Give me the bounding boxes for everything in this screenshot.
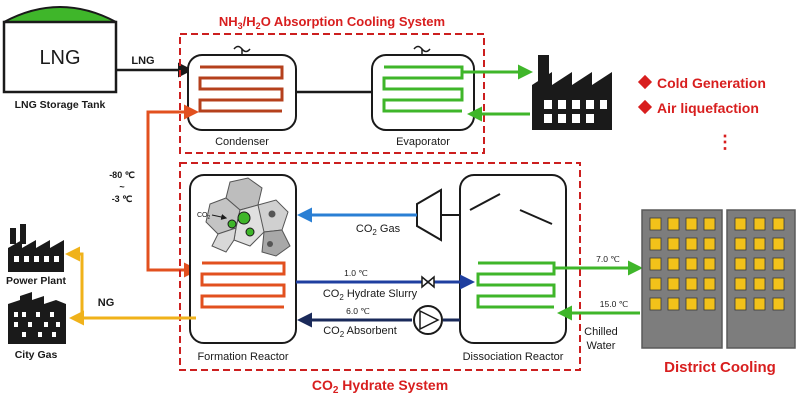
- dissociation-reactor-label: Dissociation Reactor: [463, 351, 564, 363]
- application-air-liquefaction: Air liquefaction: [657, 100, 759, 116]
- building-window: [703, 277, 716, 291]
- building-window: [685, 217, 698, 231]
- factory-icon: [532, 55, 612, 130]
- building-window: [649, 217, 662, 231]
- nh3-system-title: NH3/H2O Absorption Cooling System: [219, 14, 445, 31]
- absorbent-temperature: 6.0 ℃: [346, 306, 370, 316]
- temp-range-bottom: -3 ℃: [112, 194, 133, 204]
- city-gas-label: City Gas: [15, 349, 58, 361]
- building-window: [649, 257, 662, 271]
- building-window: [772, 217, 785, 231]
- co2-hydrate-system-boundary: [179, 162, 581, 371]
- district-cooling-title: District Cooling: [664, 359, 776, 376]
- co2-molecule-pointer: [211, 214, 228, 220]
- supply-temperature: 7.0 ℃: [596, 254, 620, 264]
- building-window: [734, 297, 747, 311]
- application-cold-generation: Cold Generation: [657, 75, 766, 91]
- co2-hydrate-system-title: CO2 Hydrate System: [312, 377, 448, 396]
- building-left-icon: [641, 209, 723, 349]
- hydrate-slurry-label: CO2 Hydrate Slurry: [323, 288, 418, 302]
- building-window: [685, 237, 698, 251]
- pump-icon: [413, 305, 443, 335]
- condenser-unit: [187, 45, 297, 131]
- building-window: [685, 297, 698, 311]
- slurry-valve-icon: [421, 275, 435, 289]
- building-window: [772, 257, 785, 271]
- compressor-icon: [416, 188, 442, 242]
- building-window: [703, 257, 716, 271]
- building-window: [667, 257, 680, 271]
- cold-lng-stream-line: [146, 104, 199, 278]
- co2-absorbent-label: CO2 Absorbent: [323, 325, 397, 339]
- dissociation-reactor: [459, 174, 567, 344]
- power-plant-icon: [8, 224, 64, 272]
- building-window: [734, 217, 747, 231]
- evaporator-label: Evaporator: [396, 136, 450, 148]
- evaporator-unit: [371, 45, 475, 131]
- building-window: [772, 277, 785, 291]
- nh3-system-boundary: [179, 33, 485, 154]
- temp-range-sep: ~: [119, 182, 124, 192]
- building-window: [753, 277, 766, 291]
- building-window: [649, 277, 662, 291]
- building-window: [734, 257, 747, 271]
- building-window: [703, 237, 716, 251]
- application-more-dots: ⋮: [716, 132, 734, 152]
- building-window: [703, 217, 716, 231]
- building-window: [685, 277, 698, 291]
- building-window: [734, 237, 747, 251]
- building-window: [685, 257, 698, 271]
- chilled-water-label-line1: Chilled: [584, 326, 618, 338]
- application-list: Cold Generation Air liquefaction ⋮: [637, 74, 766, 152]
- ng-label: NG: [98, 297, 115, 309]
- tank-label: LNG: [39, 47, 80, 69]
- building-window: [667, 217, 680, 231]
- co2-gas-label: CO2 Gas: [356, 223, 401, 237]
- building-window: [649, 237, 662, 251]
- slurry-temperature: 1.0 ℃: [344, 268, 368, 278]
- temp-range-top: -80 ℃: [109, 170, 135, 180]
- city-gas-icon: [8, 292, 66, 344]
- condenser-label: Condenser: [215, 136, 269, 148]
- building-window: [772, 297, 785, 311]
- lng-storage-tank: LNG: [2, 6, 118, 94]
- tank-caption: LNG Storage Tank: [15, 99, 106, 111]
- co2-molecule-label: CO2: [197, 212, 211, 221]
- power-plant-label: Power Plant: [6, 275, 67, 287]
- building-window: [667, 237, 680, 251]
- building-window: [703, 297, 716, 311]
- formation-reactor-label: Formation Reactor: [197, 351, 288, 363]
- building-window: [753, 297, 766, 311]
- building-right-icon: [726, 209, 796, 349]
- building-window: [667, 277, 680, 291]
- building-window: [753, 217, 766, 231]
- building-window: [667, 297, 680, 311]
- building-window: [753, 257, 766, 271]
- lng-stream-label: LNG: [131, 55, 154, 67]
- building-window: [753, 237, 766, 251]
- return-temperature: 15.0 ℃: [600, 299, 629, 309]
- ng-to-power-plant-arrow: [65, 246, 196, 320]
- building-window: [734, 277, 747, 291]
- building-window: [772, 237, 785, 251]
- chilled-water-label-line2: Water: [587, 340, 616, 352]
- building-window: [649, 297, 662, 311]
- hydrate-cage-illustration: [205, 177, 291, 257]
